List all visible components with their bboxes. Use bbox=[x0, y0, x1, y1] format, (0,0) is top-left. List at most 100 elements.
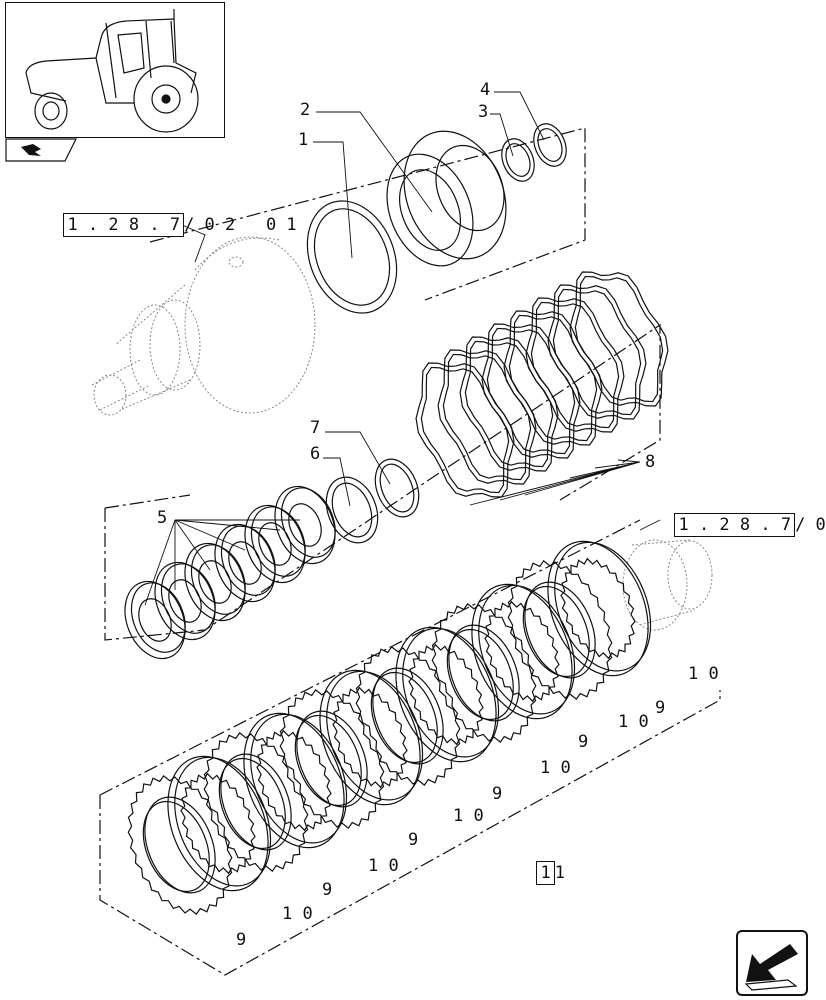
callout-3: 3 bbox=[478, 102, 489, 122]
wave-spring-inner bbox=[442, 353, 532, 481]
plate-outer-edge bbox=[478, 584, 576, 715]
clutch-plate-9 bbox=[279, 689, 385, 829]
reference-link-shaft[interactable]: 1 . 2 8 . 7/ 0 2 0 1 bbox=[43, 200, 297, 237]
plate-bore bbox=[372, 667, 444, 765]
clutch-plate-stack bbox=[127, 540, 652, 915]
clutch-plate-9 bbox=[127, 775, 233, 915]
wave-spring-inner bbox=[464, 340, 554, 468]
plate-outer bbox=[395, 626, 497, 763]
callout-10: 1 0 bbox=[540, 758, 571, 778]
plate-outer-edge bbox=[402, 627, 500, 758]
plate-teeth bbox=[279, 689, 385, 829]
callout-8: 8 bbox=[645, 452, 656, 472]
frame-middle bbox=[104, 323, 661, 641]
plate-outer bbox=[547, 540, 649, 677]
clutch-plate-9 bbox=[355, 646, 461, 786]
washer-outer bbox=[214, 523, 276, 603]
wave-spring bbox=[503, 310, 603, 446]
wave-spring-outer bbox=[415, 362, 515, 498]
clutch-plate-9 bbox=[203, 732, 309, 872]
washer-outer bbox=[274, 485, 336, 565]
part-5-washers bbox=[124, 485, 336, 660]
washer-rim bbox=[250, 506, 306, 577]
frame-lower bbox=[99, 690, 721, 976]
wave-spring bbox=[569, 271, 669, 407]
wave-spring-outer bbox=[481, 323, 581, 459]
clutch-plate-10 bbox=[167, 755, 272, 892]
wave-spring bbox=[437, 349, 537, 485]
plate-teeth bbox=[203, 732, 309, 872]
wave-spring-outer bbox=[503, 310, 603, 446]
callout-9: 9 bbox=[578, 732, 589, 752]
leader-lines bbox=[144, 91, 661, 606]
kit-number-suffix: 1 bbox=[554, 863, 565, 883]
clutch-plate-10 bbox=[319, 669, 424, 806]
wave-spring-outer bbox=[547, 284, 647, 420]
callout-9: 9 bbox=[492, 784, 503, 804]
plate-bore-edge bbox=[294, 714, 362, 807]
callout-7: 7 bbox=[310, 418, 321, 438]
plate-inner-teeth bbox=[256, 729, 332, 832]
plate-bore bbox=[220, 753, 292, 851]
clutch-plate-10 bbox=[547, 540, 652, 677]
reference-suffix: / 0 bbox=[795, 515, 826, 535]
plate-bore-edge bbox=[142, 800, 210, 893]
reference-box: 1 . 2 8 . 7 bbox=[63, 213, 185, 237]
part-8-wave-springs bbox=[415, 271, 669, 498]
reference-suffix: / 0 2 0 1 bbox=[184, 215, 297, 235]
wave-spring-outer bbox=[569, 271, 669, 407]
plate-bore-edge bbox=[370, 671, 438, 764]
callout-9: 9 bbox=[236, 930, 247, 950]
plate-inner-teeth bbox=[408, 643, 484, 746]
belleville-washer bbox=[274, 485, 336, 565]
wave-spring-inner bbox=[420, 366, 510, 494]
wave-spring bbox=[481, 323, 581, 459]
plate-outer-edge bbox=[326, 670, 424, 801]
plate-teeth bbox=[127, 775, 233, 915]
callout-10: 1 0 bbox=[688, 664, 719, 684]
callout-10: 1 0 bbox=[618, 712, 649, 732]
frame-upper bbox=[149, 127, 586, 301]
callout-9: 9 bbox=[322, 880, 333, 900]
plate-outer bbox=[167, 755, 269, 892]
plate-bore-edge bbox=[446, 628, 514, 721]
washer-outer bbox=[184, 542, 246, 622]
wave-spring-inner bbox=[508, 314, 598, 442]
washer-rim bbox=[280, 487, 336, 558]
plate-bore bbox=[448, 624, 520, 722]
plate-bore bbox=[144, 796, 216, 894]
plate-inner-teeth bbox=[332, 686, 408, 789]
washer-rim bbox=[190, 544, 246, 615]
wave-spring-outer bbox=[459, 336, 559, 472]
wave-spring bbox=[459, 336, 559, 472]
next-page-arrow-icon[interactable] bbox=[736, 930, 808, 996]
reference-link-hub[interactable]: 1 . 2 8 . 7/ 0 bbox=[654, 500, 826, 537]
plate-teeth bbox=[355, 646, 461, 786]
plate-inner-teeth bbox=[484, 600, 560, 703]
plate-outer bbox=[243, 712, 345, 849]
plate-teeth bbox=[431, 603, 537, 743]
section-tab-icon[interactable] bbox=[5, 138, 77, 162]
part-7-ring bbox=[374, 458, 420, 518]
callout-10: 1 0 bbox=[368, 856, 399, 876]
washer-rim bbox=[130, 582, 186, 653]
hub-phantom bbox=[622, 539, 713, 631]
tractor-thumbnail-icon bbox=[5, 2, 225, 138]
washer-bore bbox=[138, 598, 172, 642]
part-3-ring bbox=[501, 138, 535, 182]
clutch-plate-10 bbox=[243, 712, 348, 849]
wave-spring-inner bbox=[530, 301, 620, 429]
callout-1: 1 bbox=[298, 130, 309, 150]
washer-bore bbox=[288, 503, 322, 547]
plate-teeth bbox=[507, 560, 613, 700]
wave-spring-inner bbox=[574, 275, 664, 403]
plate-outer bbox=[471, 583, 573, 720]
plate-bore bbox=[296, 710, 368, 808]
washer-rim bbox=[220, 525, 276, 596]
wave-spring-inner bbox=[552, 288, 642, 416]
wave-spring-inner bbox=[486, 327, 576, 455]
clutch-plate-10 bbox=[471, 583, 576, 720]
part-1-ring bbox=[306, 200, 398, 314]
